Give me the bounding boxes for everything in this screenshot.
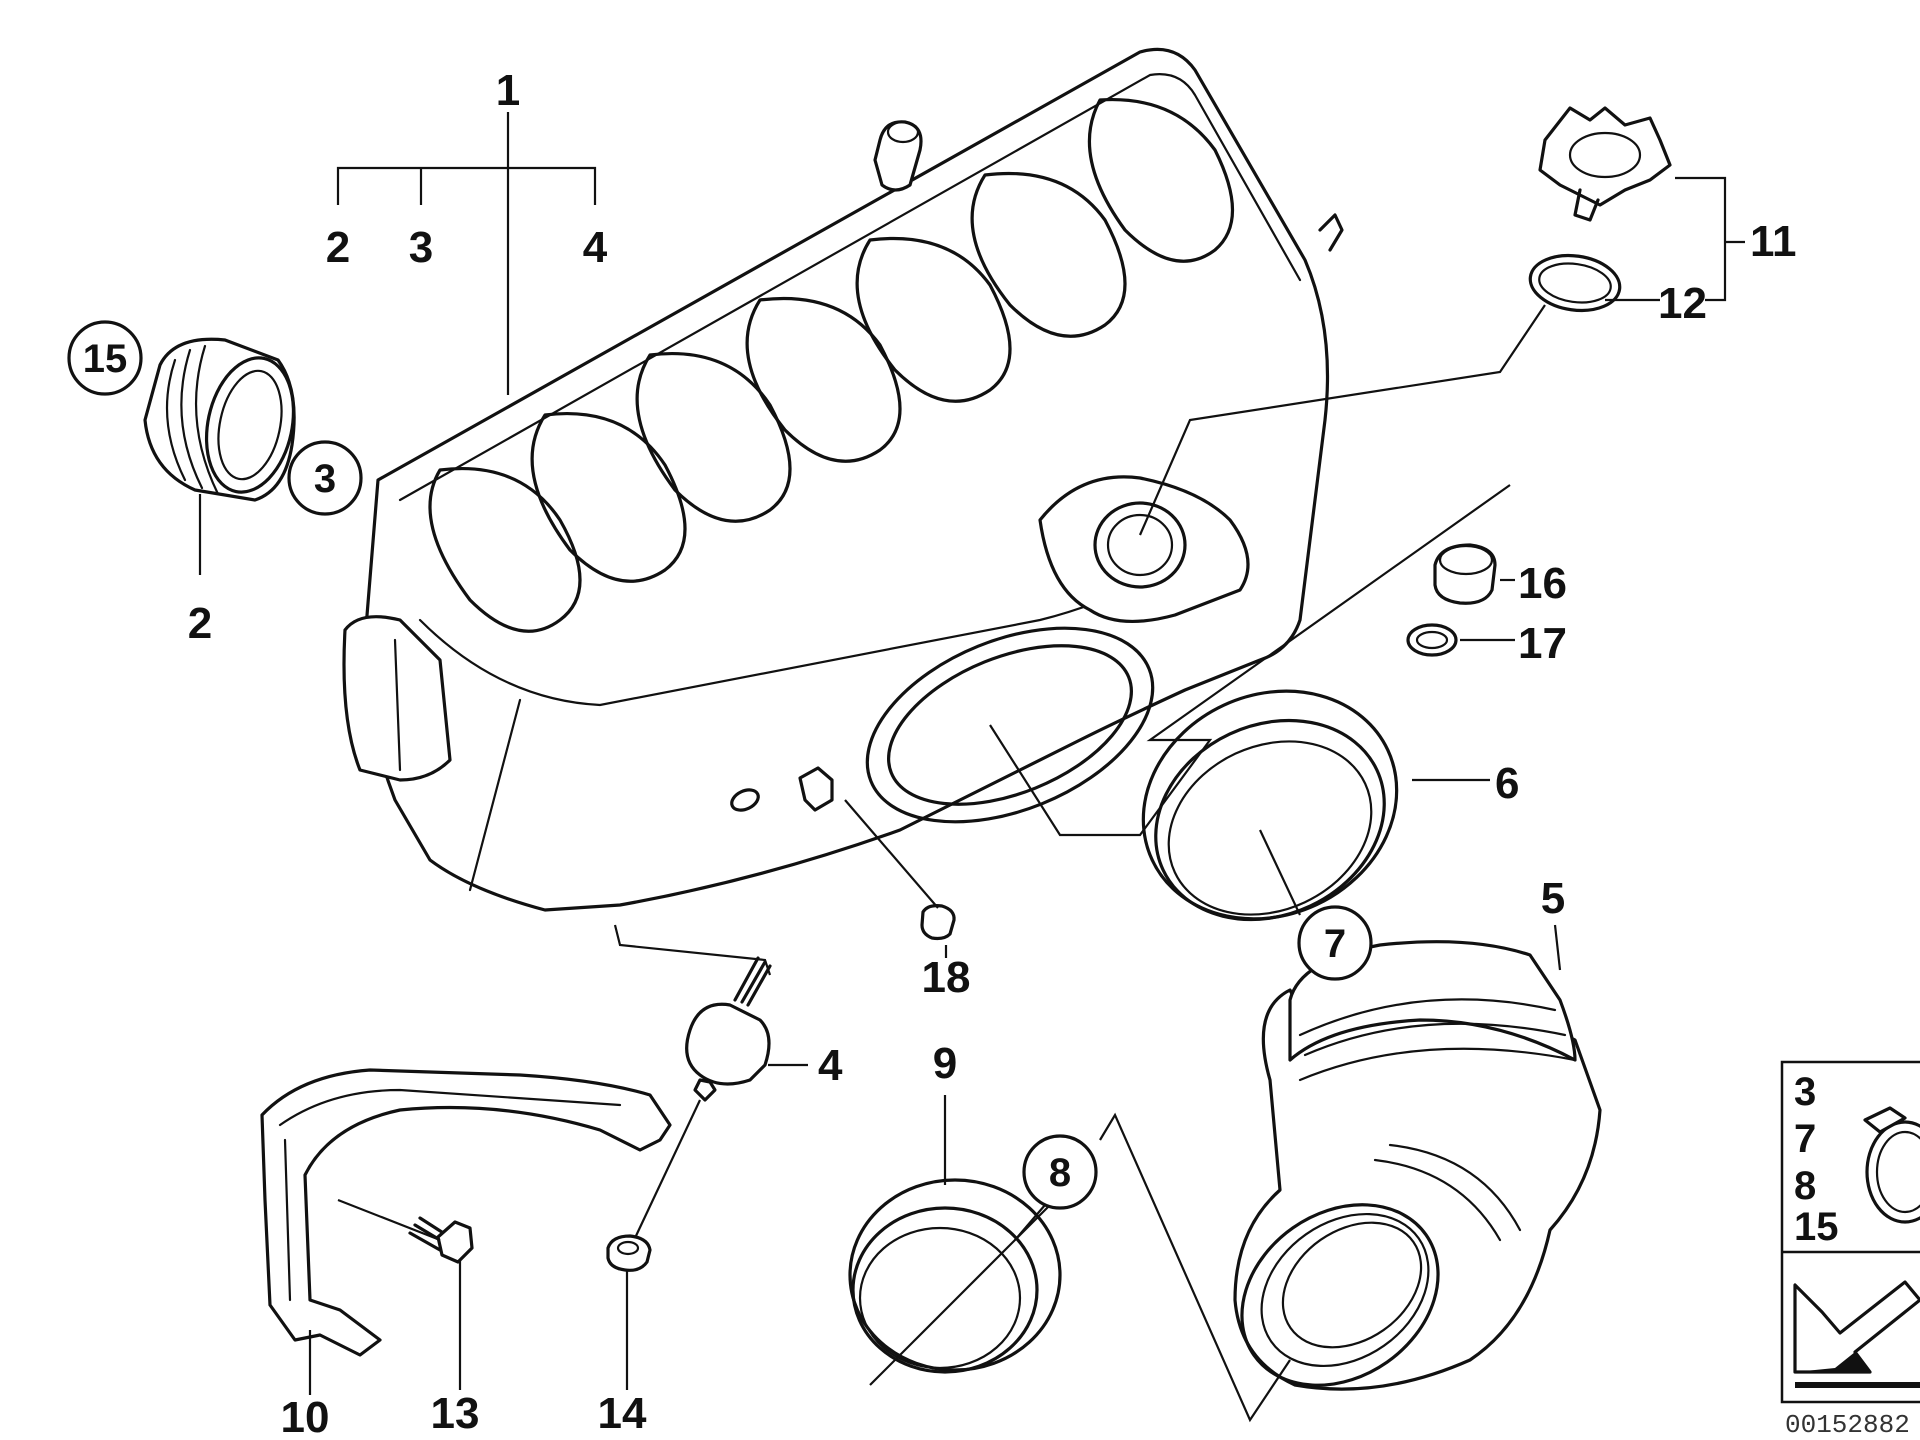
callout-2-sleeve: 2 bbox=[188, 599, 212, 648]
callout-12: 12 bbox=[1658, 279, 1707, 328]
callout-15: 15 bbox=[83, 337, 128, 381]
nut-14 bbox=[606, 1234, 652, 1272]
callout-3-circle: 3 bbox=[314, 457, 336, 501]
sealing-ring-9 bbox=[848, 1178, 1062, 1374]
callout-9: 9 bbox=[933, 1039, 957, 1088]
callout-1: 1 bbox=[496, 66, 520, 115]
direction-arrow-icon bbox=[1793, 1280, 1920, 1388]
callout-4-mount: 4 bbox=[818, 1041, 843, 1090]
legend-box: 3 7 8 15 bbox=[1780, 1060, 1920, 1404]
callout-circle-3 bbox=[287, 440, 363, 516]
rubber-mount-4 bbox=[685, 956, 772, 1102]
callout-labels: 1 2 3 4 2 15 3 11 12 16 17 6 7 5 18 4 9 … bbox=[67, 66, 1797, 1440]
callout-8: 8 bbox=[1049, 1151, 1071, 1195]
intake-manifold bbox=[342, 47, 1344, 912]
cap-18 bbox=[920, 904, 956, 941]
sealing-ring-6 bbox=[1141, 689, 1399, 922]
callout-18: 18 bbox=[922, 953, 971, 1002]
hose-clamp-icon bbox=[1863, 1106, 1920, 1224]
callout-circle-15 bbox=[67, 320, 143, 396]
callout-13: 13 bbox=[431, 1389, 480, 1438]
document-code: 00152882 bbox=[1785, 1410, 1910, 1440]
legend-number-8: 8 bbox=[1794, 1164, 1816, 1208]
callout-17: 17 bbox=[1518, 619, 1567, 668]
intake-boot-5 bbox=[1233, 940, 1602, 1391]
callout-11: 11 bbox=[1750, 217, 1797, 266]
callout-16: 16 bbox=[1518, 559, 1567, 608]
callout-2-top: 2 bbox=[326, 223, 350, 272]
rubber-sleeve-15 bbox=[143, 337, 296, 502]
callout-7: 7 bbox=[1324, 922, 1346, 966]
bracket-10 bbox=[260, 1068, 672, 1357]
callout-10: 10 bbox=[281, 1393, 330, 1440]
leader-lines bbox=[198, 112, 1745, 1423]
legend-number-15: 15 bbox=[1794, 1205, 1839, 1249]
legend-number-3: 3 bbox=[1794, 1070, 1816, 1114]
callout-circle-8 bbox=[1022, 1134, 1098, 1210]
oil-filler-cap bbox=[1528, 106, 1672, 313]
plug-16-seal-17 bbox=[1406, 543, 1497, 657]
callout-14: 14 bbox=[598, 1389, 647, 1438]
callout-3-top: 3 bbox=[409, 223, 433, 272]
bolt-13 bbox=[408, 1216, 474, 1264]
callout-5: 5 bbox=[1541, 874, 1565, 923]
callout-6: 6 bbox=[1495, 759, 1519, 808]
legend-number-7: 7 bbox=[1794, 1117, 1816, 1161]
callout-4-top: 4 bbox=[583, 223, 608, 272]
callout-circle-7 bbox=[1297, 905, 1373, 981]
